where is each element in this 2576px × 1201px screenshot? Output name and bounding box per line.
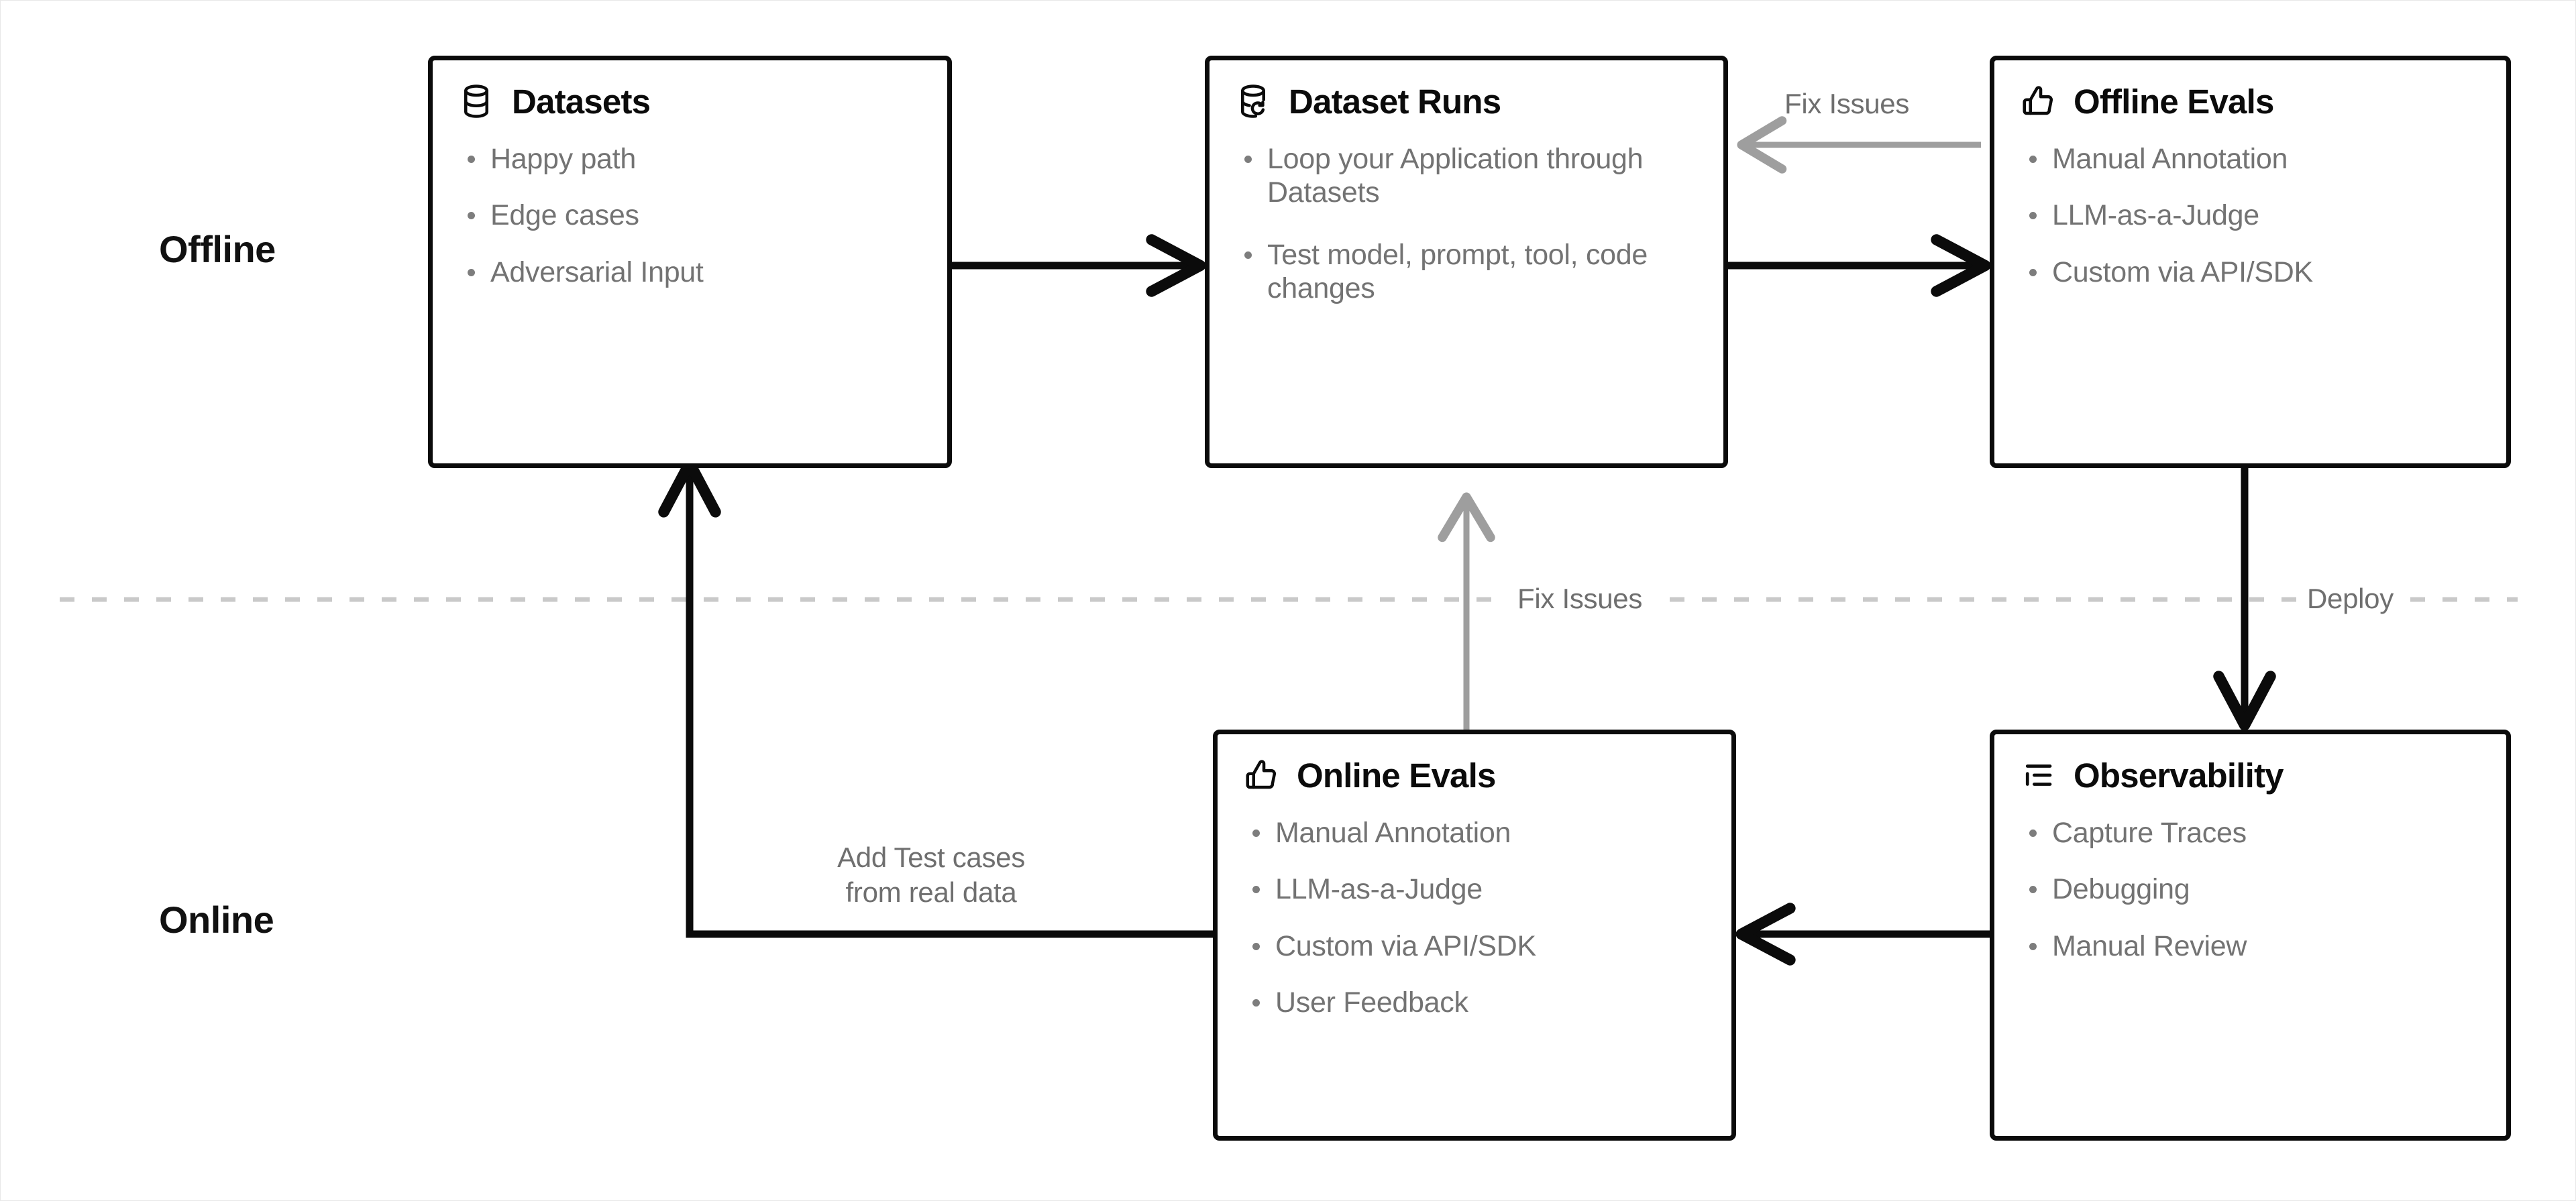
list-item: LLM-as-a-Judge xyxy=(1243,872,1706,906)
node-online-evals[interactable]: Online Evals Manual Annotation LLM-as-a-… xyxy=(1213,730,1736,1141)
node-datasets[interactable]: Datasets Happy path Edge cases Adversari… xyxy=(428,56,952,468)
list-item: Manual Annotation xyxy=(1243,816,1706,850)
edge-label-fix-issues-top: Fix Issues xyxy=(1784,88,1910,119)
list-item: Debugging xyxy=(2020,872,2481,906)
database-restore-icon xyxy=(1241,84,1265,118)
list-item: Happy path xyxy=(458,142,922,176)
edge-label-add-test-cases: Add Test cases from real data xyxy=(814,840,1049,910)
node-dataset-runs[interactable]: Dataset Runs Loop your Application throu… xyxy=(1205,56,1728,468)
node-datasets-header: Datasets xyxy=(458,83,922,119)
list-item: Adversarial Input xyxy=(458,255,922,289)
node-offline-evals-header: Offline Evals xyxy=(2020,83,2481,119)
thumbs-up-icon xyxy=(2023,86,2053,115)
node-datasets-title: Datasets xyxy=(512,82,651,121)
edge-online-evals-to-datasets-add-test-cases xyxy=(658,457,1213,938)
database-icon xyxy=(464,84,488,118)
node-offline-evals-list: Manual Annotation LLM-as-a-Judge Custom … xyxy=(2020,142,2481,289)
edge-label-add-test-cases-line2: from real data xyxy=(845,876,1017,909)
edge-label-fix-issues-middle: Fix Issues xyxy=(1507,581,1654,617)
node-offline-evals-title: Offline Evals xyxy=(2074,82,2274,121)
list-item: Capture Traces xyxy=(2020,816,2481,850)
list-item: LLM-as-a-Judge xyxy=(2020,198,2481,232)
list-item: User Feedback xyxy=(1243,986,1706,1019)
list-item: Custom via API/SDK xyxy=(1243,929,1706,963)
edge-label-deploy: Deploy xyxy=(2296,581,2404,617)
node-observability[interactable]: Observability Capture Traces Debugging M… xyxy=(1990,730,2511,1141)
node-observability-title: Observability xyxy=(2074,756,2284,795)
thumbs-up-icon xyxy=(1246,760,1276,789)
list-item: Loop your Application through Datasets xyxy=(1235,142,1698,210)
edge-label-add-test-cases-line1: Add Test cases xyxy=(837,842,1025,873)
node-online-evals-header: Online Evals xyxy=(1243,757,1706,793)
node-datasets-list: Happy path Edge cases Adversarial Input xyxy=(458,142,922,289)
row-label-online: Online xyxy=(159,899,274,941)
row-label-offline: Offline xyxy=(159,228,276,270)
node-dataset-runs-header: Dataset Runs xyxy=(1235,83,1698,119)
node-online-evals-list: Manual Annotation LLM-as-a-Judge Custom … xyxy=(1243,816,1706,1019)
list-item: Test model, prompt, tool, code changes xyxy=(1235,238,1698,306)
list-item: Edge cases xyxy=(458,198,922,232)
node-observability-list: Capture Traces Debugging Manual Review xyxy=(2020,816,2481,963)
list-item: Custom via API/SDK xyxy=(2020,255,2481,289)
list-item: Manual Review xyxy=(2020,929,2481,963)
list-tree-icon xyxy=(2025,764,2052,786)
node-online-evals-title: Online Evals xyxy=(1297,756,1496,795)
node-dataset-runs-list: Loop your Application through Datasets T… xyxy=(1235,142,1698,305)
node-dataset-runs-title: Dataset Runs xyxy=(1289,82,1501,121)
node-offline-evals[interactable]: Offline Evals Manual Annotation LLM-as-a… xyxy=(1990,56,2511,468)
node-observability-header: Observability xyxy=(2020,757,2481,793)
list-item: Manual Annotation xyxy=(2020,142,2481,176)
